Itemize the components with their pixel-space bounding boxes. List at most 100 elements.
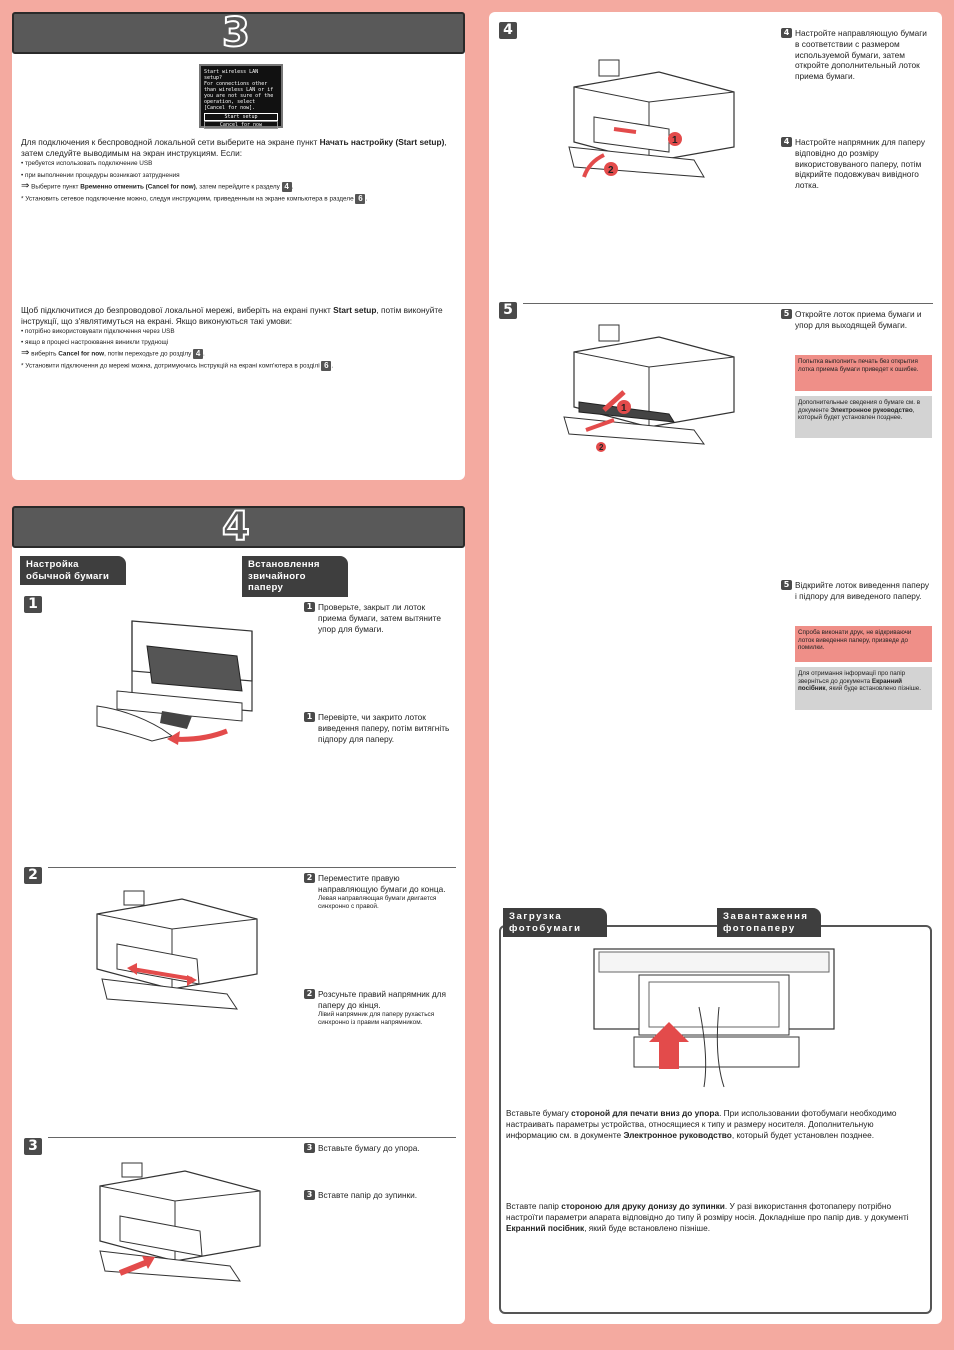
right-panel: 4 1 2 4 Настройте направляющую бумаги в …: [489, 12, 942, 1324]
photo-paper-ru: Вставьте бумагу стороной для печати вниз…: [506, 1108, 926, 1140]
section-4-header: 4: [12, 503, 465, 551]
ru-note-text: Установить сетевое подключение можно, сл…: [25, 195, 356, 203]
photo-ru-c: . При использовании фотобумаги необходим…: [506, 1108, 897, 1140]
uk-intro-a: Щоб підключитися до безпроводової локаль…: [21, 305, 334, 315]
uk-intro-c: , потім виконуйте інструкції, що з'являт…: [21, 305, 443, 326]
cancel-for-now-button[interactable]: Cancel for now: [204, 121, 278, 129]
ru-intro-a: Для подключения к беспроводной локальной…: [21, 137, 320, 147]
ref-section-4[interactable]: 4: [281, 182, 292, 192]
callout-1: 1: [621, 403, 627, 414]
step-2-ru-small: Левая направляющая бумаги двигается синх…: [318, 894, 437, 911]
ref-section-6[interactable]: 6: [355, 194, 366, 204]
uk-intro-b: Start setup: [333, 305, 377, 315]
uk-arrow-c: , потім переходьте до розділу: [104, 350, 194, 358]
step-1-mini-ru: 1: [304, 602, 315, 612]
uk-arrow-a: виберіть: [31, 350, 59, 358]
photo-paper-uk: Вставте папір стороною для друку донизу …: [506, 1201, 926, 1233]
step-4-ru: 4 Настройте направляющую бумаги в соотве…: [781, 28, 931, 82]
section-3-panel: 3 Start wireless LAN setup? For connecti…: [12, 9, 465, 480]
photo-ru-e: , который будет установлен позднее.: [731, 1129, 875, 1140]
photo-ru-b: стороной для печати вниз до упора: [571, 1108, 720, 1118]
step-3-uk: 3 Вставте папір до зупинки.: [304, 1190, 459, 1201]
tag-plain-paper-uk: Встановлення звичайного паперу: [242, 556, 348, 597]
info-note-uk-b: Екранний посібник: [798, 677, 902, 693]
ru-arrow-a: Выберите пункт: [31, 183, 81, 191]
lcd-body: For connections other than wireless LAN …: [204, 81, 274, 111]
printer-illustration-step4: 1 2: [568, 59, 735, 178]
ru-bullet-2: при выполнении процедуры возникают затру…: [21, 172, 441, 180]
divider-step-5: [523, 303, 933, 304]
ru-note: * Установить сетевое подключение можно, …: [21, 194, 368, 204]
warning-note-uk: Спроба виконати друк, не відкриваючи лот…: [795, 626, 932, 662]
info-note-uk: Для отримання інформації про папір зверн…: [795, 667, 932, 710]
photo-uk-d: Екранний посібник: [506, 1222, 585, 1233]
info-note-uk-c: , який буде встановлено пізніше.: [825, 685, 922, 693]
step-2-badge: 2: [24, 867, 42, 884]
photo-paper-illustration: [593, 948, 835, 1088]
ref-section-6[interactable]: 6: [321, 361, 332, 371]
ru-intro: Для подключения к беспроводной локальной…: [21, 137, 451, 159]
info-note-ru: Дополнительные сведения о бумаге см. в д…: [795, 396, 932, 438]
photo-uk-b: стороною для друку донизу до зупинки: [561, 1201, 725, 1211]
uk-note-text: Установити підключення до мережі можна, …: [25, 362, 322, 370]
step-1-uk-text: Перевірте, чи закрито лоток виведення па…: [318, 712, 450, 744]
step-3-ru: 3 Вставьте бумагу до упора.: [304, 1143, 459, 1154]
step-5-uk: 5 Відкрийте лоток виведення паперу і під…: [781, 580, 931, 602]
step-4-mini-uk: 4: [781, 137, 792, 147]
ru-intro-b: Начать настройку (Start setup): [319, 137, 445, 147]
step-3-badge: 3: [24, 1138, 42, 1155]
step-3-uk-text: Вставте папір до зупинки.: [318, 1190, 418, 1200]
divider-step-3: [48, 1137, 456, 1138]
step-1-mini-uk: 1: [304, 712, 315, 722]
step-4-uk-text: Настройте напрямник для паперу відповідн…: [795, 137, 925, 191]
step-4-ru-text: Настройте направляющую бумаги в соответс…: [795, 28, 927, 82]
callout-1: 1: [672, 135, 678, 146]
step-4-badge: 4: [499, 22, 517, 39]
printer-illustration-step5: 1 2: [563, 324, 735, 452]
photo-uk-e: , який буде встановлено пізніше.: [584, 1222, 710, 1233]
info-note-ru-b: Электронное руководство: [830, 406, 913, 414]
section-4-panel: 4 Настройка обычной бумаги Встановлення …: [12, 503, 465, 1324]
tag-photo-paper-uk: Завантаження фотопаперу: [717, 908, 821, 937]
uk-arrow-b: Cancel for now: [58, 350, 105, 358]
info-note-ru-c: , который будет установлен позднее.: [798, 406, 915, 422]
step-4-uk: 4 Настройте напрямник для паперу відпові…: [781, 137, 931, 191]
step-5-mini-ru: 5: [781, 309, 792, 319]
photo-ru-a: Вставьте бумагу: [506, 1108, 572, 1118]
step-2-ru-text: Переместите правую направляющую бумаги д…: [318, 873, 446, 894]
step-2-mini-ru: 2: [304, 873, 315, 883]
info-note-uk-a: Для отримання інформації про папір зверн…: [798, 670, 906, 685]
ref-section-4[interactable]: 4: [193, 349, 204, 359]
printer-illustration-step1: [96, 620, 253, 745]
callout-2: 2: [608, 165, 614, 176]
tag-plain-paper-ru: Настройка обычной бумаги: [20, 556, 126, 585]
step-1-ru-text: Проверьте, закрыт ли лоток приема бумаги…: [318, 602, 441, 634]
warning-note-ru: Попытка выполнить печать без открытия ло…: [795, 355, 932, 391]
photo-uk-a: Вставте папір: [506, 1201, 562, 1211]
lcd-title: Start wireless LAN setup?: [204, 69, 259, 81]
step-5-mini-uk: 5: [781, 580, 792, 590]
step-1-uk: 1 Перевірте, чи закрито лоток виведення …: [304, 712, 454, 744]
section-3-number: 3: [221, 9, 251, 57]
step-2-uk-small: Лівий напрямник для паперу рухається син…: [318, 1010, 435, 1027]
printer-illustration-step3: [99, 1162, 261, 1282]
callout-2: 2: [599, 443, 604, 452]
section-3-header: 3: [12, 9, 465, 57]
step-5-ru-text: Откройте лоток приема бумаги и упор для …: [795, 309, 922, 330]
section-4-number: 4: [221, 503, 251, 551]
tag-photo-paper-ru: Загрузка фотобумаги: [503, 908, 607, 937]
step-2-uk: 2 Розсуньте правий напрямник для паперу …: [304, 989, 459, 1028]
start-setup-button[interactable]: Start setup: [204, 113, 278, 121]
ru-intro-c: , затем следуйте выводимым на экран инст…: [21, 137, 447, 158]
photo-uk-c: . У разі використання фотопаперу потрібн…: [506, 1201, 909, 1222]
step-5-uk-text: Відкрийте лоток виведення паперу і підпо…: [795, 580, 930, 601]
step-2-mini-uk: 2: [304, 989, 315, 999]
info-note-ru-a: Дополнительные сведения о бумаге см. в д…: [798, 399, 921, 414]
uk-arrow-line: ⇒ виберіть Cancel for now, потім переход…: [21, 347, 205, 359]
arrow-icon: ⇒: [21, 180, 30, 192]
ru-bullet-1: требуется использовать подключение USB: [21, 160, 441, 168]
uk-intro: Щоб підключитися до безпроводової локаль…: [21, 305, 451, 327]
photo-ru-d: Электронное руководство: [623, 1129, 732, 1140]
ru-arrow-line: ⇒ Выберите пункт Временно отменить (Canc…: [21, 180, 294, 192]
step-3-mini-uk: 3: [304, 1190, 315, 1200]
